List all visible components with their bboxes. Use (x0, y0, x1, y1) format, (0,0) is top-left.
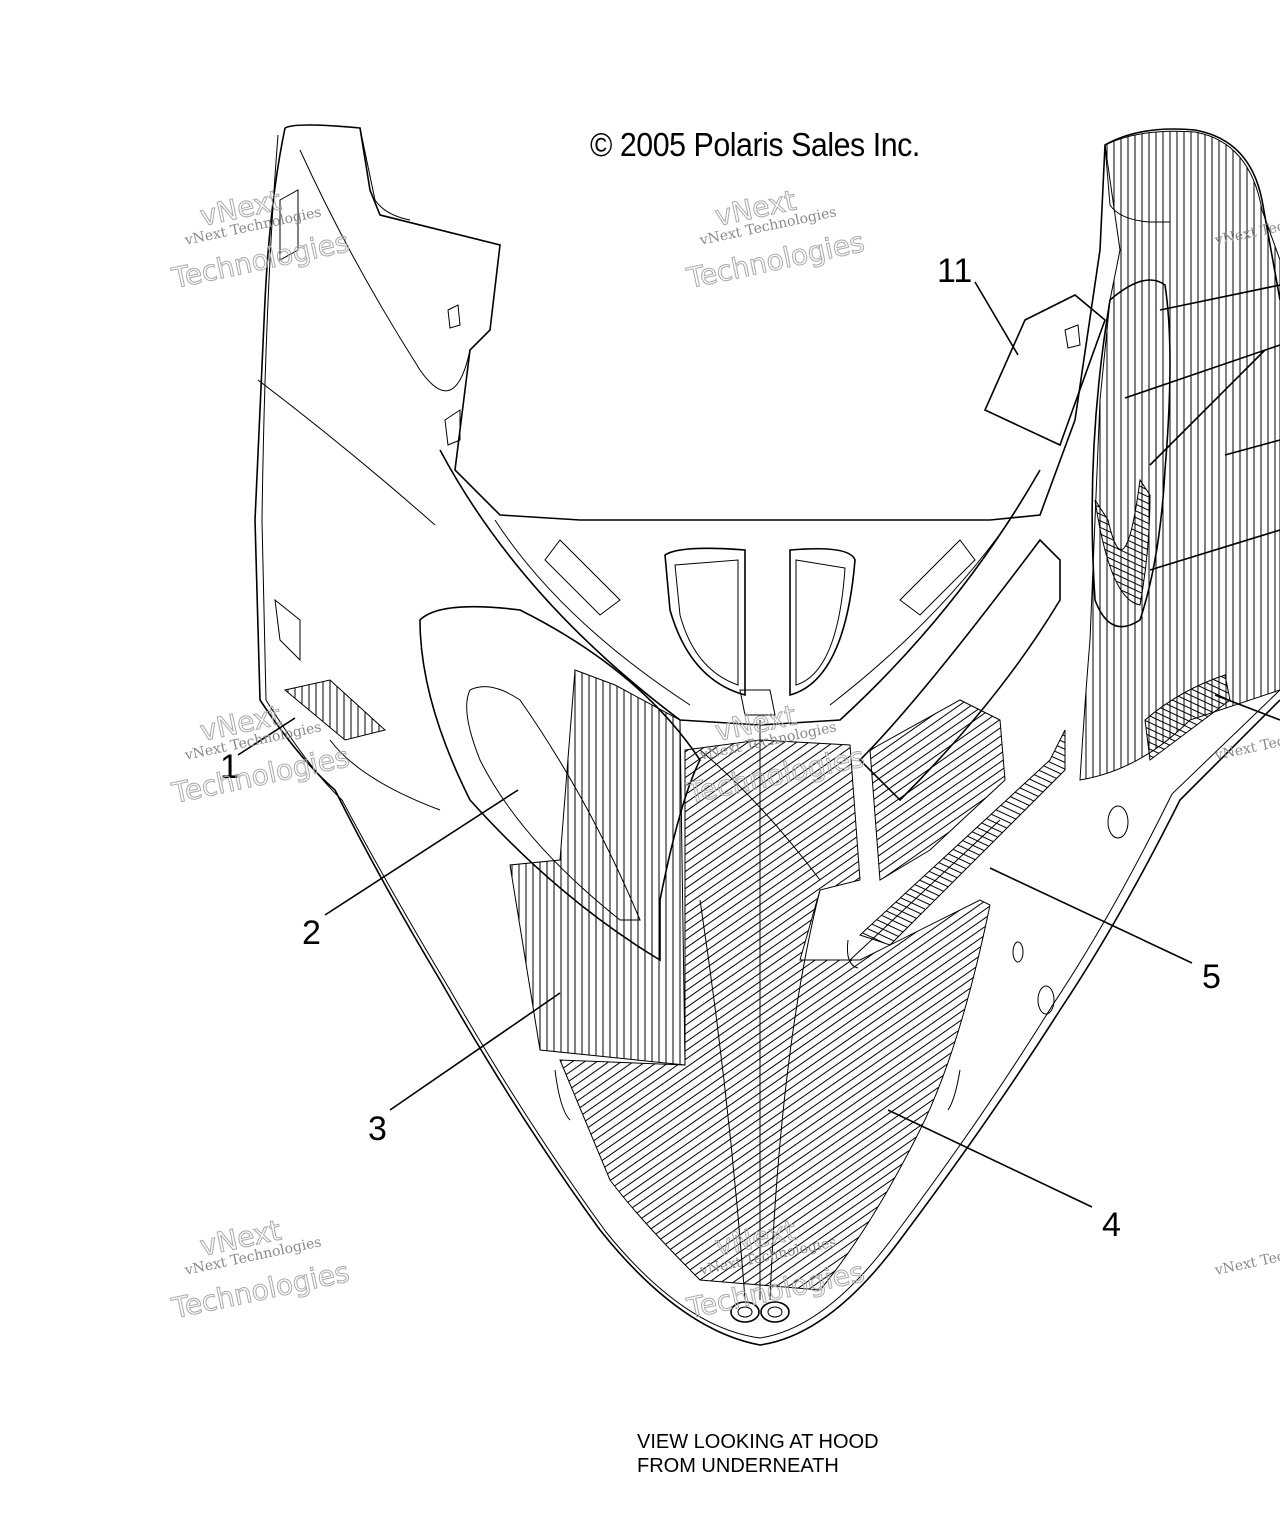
decal-item-11 (983, 294, 1106, 447)
left-side-panel (257, 149, 471, 811)
decal-item-3 (509, 669, 686, 1066)
callout-5: 5 (1202, 958, 1221, 996)
caption-line-1: VIEW LOOKING AT HOOD (637, 1431, 879, 1453)
watermark-small: vNext Technologies (1213, 1234, 1280, 1279)
nose-details (554, 941, 1055, 1323)
copyright-notice: © 2005 Polaris Sales Inc. (590, 126, 920, 163)
decal-item-4 (559, 739, 991, 1301)
callout-4: 4 (1102, 1206, 1121, 1244)
watermark-small: vNext Technologies (1213, 719, 1280, 764)
callout-3: 3 (368, 1110, 387, 1148)
caption-line-2: FROM UNDERNEATH (637, 1455, 839, 1477)
callouts: 11 1 2 3 4 5 (220, 252, 1221, 1244)
decal-item-5 (847, 538, 1066, 969)
callout-1: 1 (220, 748, 239, 786)
view-caption: VIEW LOOKING AT HOOD FROM UNDERNEATH (637, 1430, 879, 1478)
callout-2: 2 (302, 914, 321, 952)
callout-11: 11 (937, 252, 972, 290)
leader-lines (237, 281, 1280, 1208)
